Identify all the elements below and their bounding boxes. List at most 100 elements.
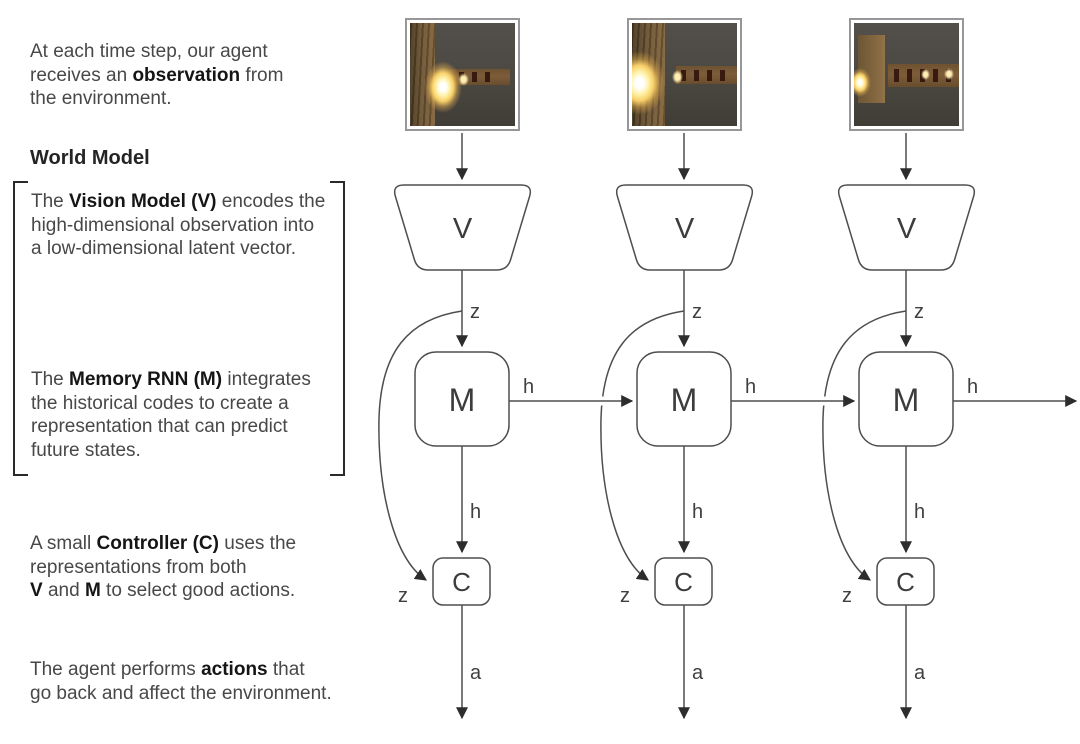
text-line: the environment. <box>30 87 283 111</box>
z-curve-layer <box>378 310 907 581</box>
controller-label: C <box>896 567 915 597</box>
memory-label: M <box>671 382 698 418</box>
wall-markings <box>681 70 729 81</box>
text-segment: high-dimensional observation into <box>31 214 315 236</box>
text-segment: and <box>42 580 85 601</box>
text-segment: the environment. <box>30 88 172 109</box>
text-segment: The agent performs <box>30 659 202 680</box>
vision-trapezoid <box>837 184 976 271</box>
text-segment: integrates <box>222 369 311 390</box>
memory-rnn-note: The Memory RNN (M) integrates the histor… <box>31 368 311 462</box>
text-line: V and M to select good actions. <box>30 579 296 603</box>
a-label: a <box>692 662 704 684</box>
text-line: The Memory RNN (M) integrates <box>31 368 311 392</box>
text-segment-bold: Memory RNN (M) <box>69 369 223 390</box>
text-line: The agent performs actions that <box>30 658 332 682</box>
text-line: go back and affect the environment. <box>30 682 332 706</box>
text-segment-bold: actions <box>201 659 268 680</box>
z-label: z <box>470 301 480 323</box>
a-label: a <box>470 662 482 684</box>
observation-image-3 <box>854 23 959 126</box>
light-dot <box>921 69 930 80</box>
light-dot <box>458 73 469 86</box>
text-line: representation that can predict <box>31 415 311 439</box>
observation-image-frame-1 <box>405 18 520 131</box>
observation-image-frame-3 <box>849 18 964 131</box>
text-segment: the historical codes to create a <box>31 392 289 414</box>
text-segment: The <box>31 191 70 212</box>
text-line: At each time step, our agent <box>30 40 283 64</box>
fireball-glow <box>854 68 871 98</box>
memory-label: M <box>449 382 476 418</box>
text-line: a low-dimensional latent vector. <box>31 237 325 261</box>
text-line: A small Controller (C) uses the <box>30 532 296 556</box>
memory-label: M <box>893 382 920 418</box>
text-line: high-dimensional observation into <box>31 214 325 238</box>
vision-label: V <box>897 213 917 245</box>
h-label: h <box>470 501 481 523</box>
vision-trapezoid <box>615 184 754 271</box>
actions-note: The agent performs actions that go back … <box>30 658 332 705</box>
text-segment-bold: Controller (C) <box>96 533 219 554</box>
text-segment: to select good actions. <box>100 580 296 601</box>
observation-image-frame-2 <box>627 18 742 131</box>
text-segment: A small <box>30 533 97 554</box>
a-label: a <box>914 662 926 684</box>
vision-trapezoid <box>393 184 532 271</box>
h-label: h <box>914 501 925 523</box>
wall-markings <box>459 72 499 82</box>
h-label: h <box>523 376 534 398</box>
text-line: representations from both <box>30 556 296 580</box>
z-label: z <box>398 585 408 607</box>
light-dot <box>944 68 954 80</box>
text-line: The Vision Model (V) encodes the <box>31 190 325 214</box>
timestep-column-1: V z M h h C z a <box>393 133 634 720</box>
z-label: z <box>842 585 852 607</box>
h-label: h <box>967 376 978 398</box>
world-model-heading: World Model <box>30 147 150 169</box>
text-segment-bold: Vision Model (V) <box>69 191 217 212</box>
z-label: z <box>692 301 702 323</box>
bracket-right <box>330 181 345 476</box>
text-segment: a low-dimensional latent vector. <box>31 238 297 259</box>
controller-note: A small Controller (C) uses the represen… <box>30 532 296 603</box>
text-segment-bold: M <box>84 580 101 601</box>
text-segment: The <box>31 369 70 390</box>
observation-image-2 <box>632 23 737 126</box>
vision-label: V <box>675 213 695 245</box>
text-line: the historical codes to create a <box>31 392 311 416</box>
vision-model-note: The Vision Model (V) encodes the high-di… <box>31 190 325 261</box>
light-dot <box>671 70 684 84</box>
text-segment: that <box>267 659 305 680</box>
observation-image-1 <box>410 23 515 126</box>
text-segment: future states. <box>31 439 141 461</box>
fireball-glow <box>423 61 463 113</box>
h-label: h <box>692 501 703 523</box>
text-segment: from <box>240 64 284 86</box>
z-to-controller-curve <box>822 310 907 581</box>
text-segment: representations from both <box>30 556 247 578</box>
controller-label: C <box>452 567 471 597</box>
observation-note: At each time step, our agent receives an… <box>30 40 283 111</box>
text-segment: receives an <box>30 64 133 86</box>
h-label: h <box>745 376 756 398</box>
text-segment: At each time step, our agent <box>30 41 268 62</box>
text-line: receives an observation from <box>30 64 283 88</box>
z-label: z <box>620 585 630 607</box>
text-segment-bold: V <box>30 580 43 601</box>
controller-label: C <box>674 567 693 597</box>
z-label: z <box>914 301 924 323</box>
text-line: future states. <box>31 439 311 463</box>
timestep-column-3: V z M h h C z a <box>837 133 1078 720</box>
text-segment: go back and affect the environment. <box>30 682 332 704</box>
bracket-left <box>13 181 28 476</box>
z-to-controller-curve <box>600 310 685 581</box>
z-to-controller-curve <box>378 310 463 581</box>
timestep-column-2: V z M h h C z a <box>615 133 856 720</box>
text-segment: encodes the <box>216 191 326 212</box>
text-segment: representation that can predict <box>31 416 288 437</box>
text-segment: uses the <box>218 533 297 554</box>
text-segment-bold: observation <box>132 64 241 86</box>
